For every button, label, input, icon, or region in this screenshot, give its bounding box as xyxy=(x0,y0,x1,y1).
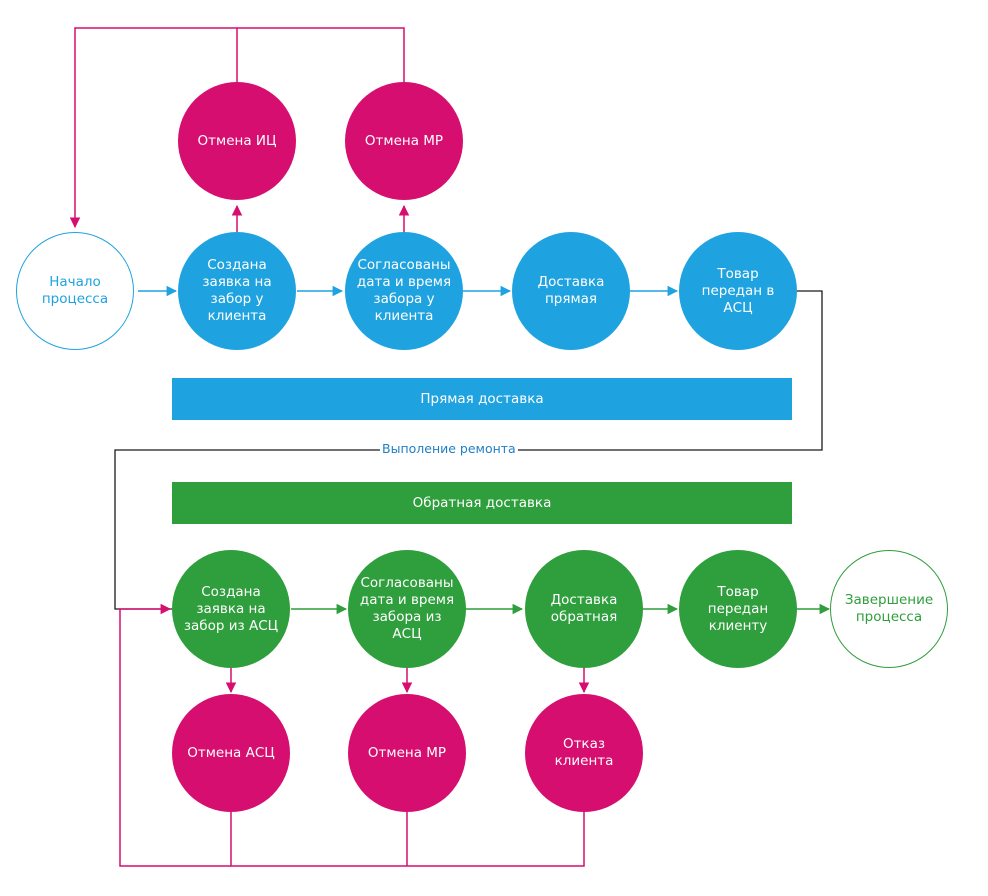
node-client-refusal: Отказ клиента xyxy=(525,694,643,812)
node-cancel-mr-reverse: Отмена МР xyxy=(348,694,466,812)
node-forward-step3-delivery: Доставка прямая xyxy=(512,232,630,350)
section-bar-reverse: Обратная доставка xyxy=(172,482,792,524)
section-bar-forward: Прямая доставка xyxy=(172,378,792,420)
loop-rev-to-start xyxy=(119,603,231,867)
node-start: Начало процесса xyxy=(16,232,134,350)
loop-cancel2-to-top xyxy=(237,27,405,82)
node-end: Завершение процесса xyxy=(830,550,948,668)
node-forward-step4-transferred: Товар передан в АСЦ xyxy=(679,232,797,350)
node-reverse-step2-agreed: Согласованы дата и время забора из АСЦ xyxy=(348,550,466,668)
node-cancel-ic: Отмена ИЦ xyxy=(178,82,296,200)
node-reverse-step4-transferred: Товар передан клиенту xyxy=(679,550,797,668)
node-forward-step1-request: Создана заявка на забор у клиента xyxy=(178,232,296,350)
loop-cancel-to-start xyxy=(69,27,238,229)
node-reverse-step3-delivery: Доставка обратная xyxy=(525,550,643,668)
node-cancel-mr-forward: Отмена МР xyxy=(345,82,463,200)
node-reverse-step1-request: Создана заявка на забор из АСЦ xyxy=(172,550,290,668)
node-forward-step2-agreed: Согласованы дата и время забора у клиент… xyxy=(345,232,463,350)
repair-label: Выполение ремонта xyxy=(380,441,518,456)
node-cancel-asc: Отмена АСЦ xyxy=(172,694,290,812)
